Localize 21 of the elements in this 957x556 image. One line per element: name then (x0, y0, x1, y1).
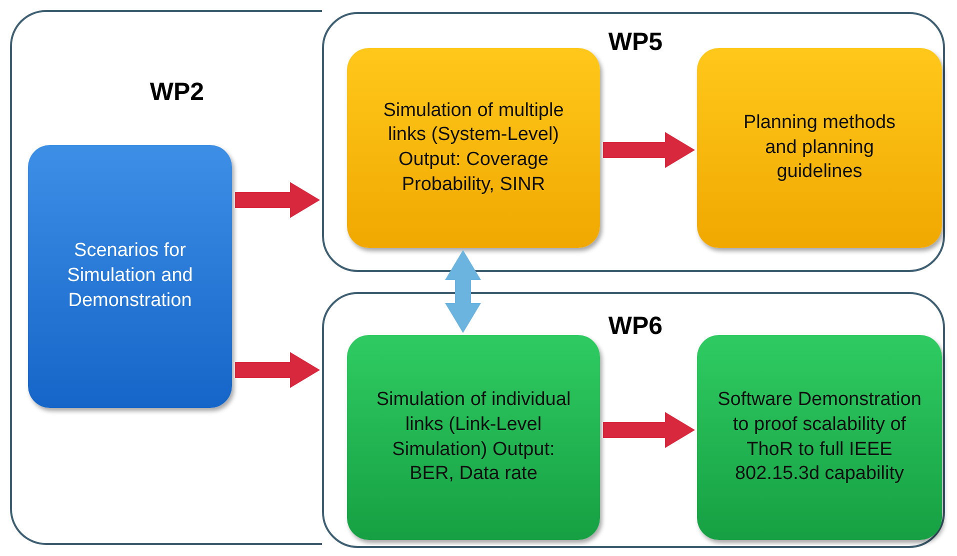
work-package-panel (322, 292, 945, 548)
work-package-panel (322, 12, 945, 272)
block-arrow (235, 352, 320, 388)
process-box (697, 335, 942, 540)
box-text: Scenarios for Simulation and Demonstration (66, 239, 194, 313)
panel-title: WP2 (148, 78, 206, 107)
panel-title: WP5 (607, 28, 664, 57)
block-arrow (603, 412, 695, 448)
double-arrow (445, 250, 481, 333)
block-arrow (235, 182, 320, 218)
process-box (347, 335, 600, 540)
box-text: Planning methods and planning guidelines (742, 110, 897, 184)
block-arrow (603, 132, 695, 168)
process-box (697, 48, 942, 248)
process-box (28, 145, 232, 408)
box-text: Software Demonstration to proof scalability of ThoR to full IEEE 802.15.3d capability (716, 388, 922, 486)
box-text: Simulation of individual links (Link-Level Simulation) Output: BER, Data rate (375, 388, 572, 486)
box-text: Simulation of multiple links (System-Level) Output: Coverage Probability, SINR (382, 98, 565, 197)
work-package-panel (10, 10, 322, 545)
process-box (347, 48, 600, 248)
panel-title: WP6 (607, 312, 664, 341)
